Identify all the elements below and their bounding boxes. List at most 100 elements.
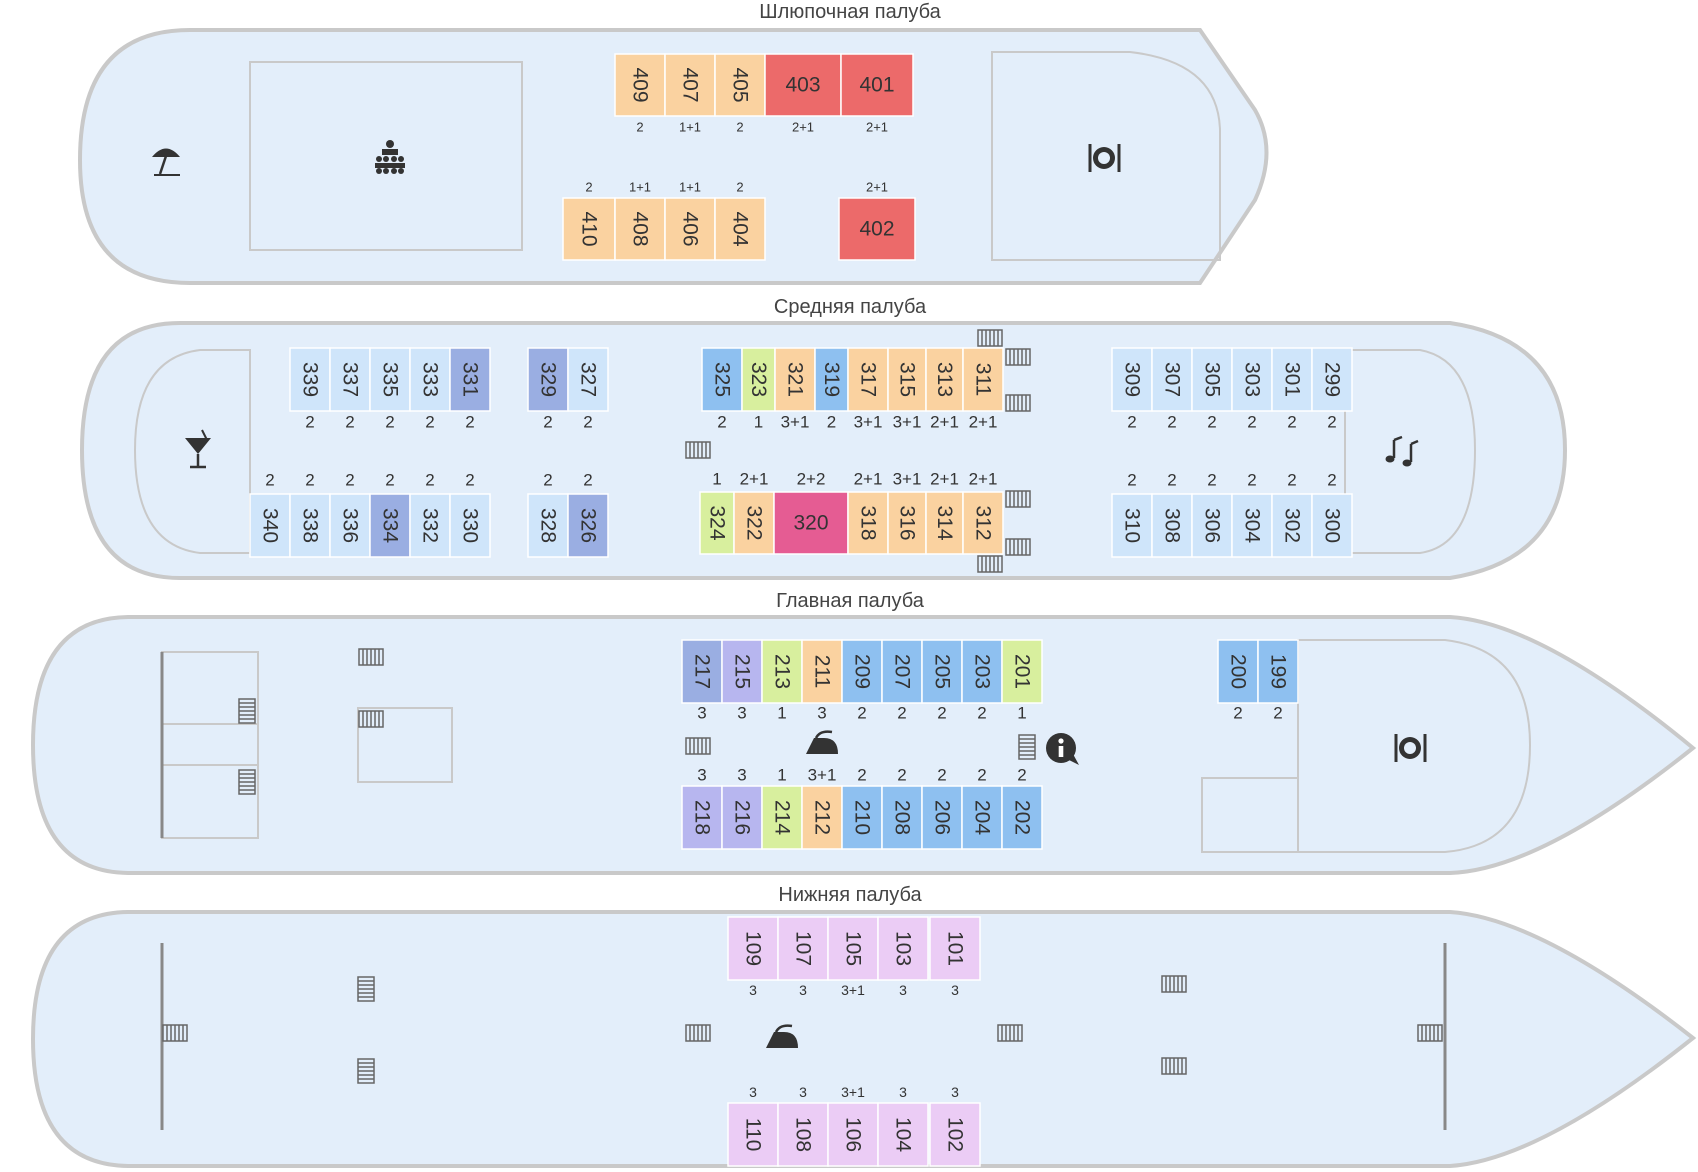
cabin-403[interactable] [764, 53, 842, 117]
cabin-110[interactable] [727, 1102, 779, 1167]
cabin-323[interactable] [741, 347, 776, 412]
cabin-capacity: 3 [951, 1084, 959, 1100]
cabin-322[interactable] [733, 491, 775, 555]
cabin-208[interactable] [881, 785, 923, 850]
cabin-206[interactable] [921, 785, 963, 850]
cabin-group: 109310731053+110331013110310831063+11043… [727, 916, 981, 1167]
cabin-333[interactable] [409, 347, 451, 412]
cabin-capacity: 2 [543, 413, 552, 432]
cabin-331[interactable] [449, 347, 491, 412]
cabin-210[interactable] [841, 785, 883, 850]
cabin-number: 102 [944, 1117, 967, 1152]
cabin-number: 301 [1281, 362, 1304, 397]
cabin-300[interactable] [1311, 493, 1353, 558]
cabin-340[interactable] [249, 493, 291, 558]
cabin-306[interactable] [1191, 493, 1233, 558]
cabin-200[interactable] [1217, 639, 1259, 704]
cabin-309[interactable] [1111, 347, 1153, 412]
cabin-215[interactable] [721, 639, 763, 704]
stairs-icon [1161, 975, 1187, 993]
cabin-312[interactable] [962, 491, 1004, 555]
cabin-217[interactable] [681, 639, 723, 704]
cabin-324[interactable] [699, 491, 735, 555]
cabin-337[interactable] [329, 347, 371, 412]
cabin-204[interactable] [961, 785, 1003, 850]
cabin-108[interactable] [777, 1102, 829, 1167]
cabin-104[interactable] [877, 1102, 929, 1167]
cabin-404[interactable] [714, 197, 766, 261]
cabin-332[interactable] [409, 493, 451, 558]
cabin-capacity: 2+1 [854, 470, 883, 489]
cabin-330[interactable] [449, 493, 491, 558]
cabin-107[interactable] [777, 916, 829, 981]
cabin-313[interactable] [925, 347, 964, 412]
cabin-207[interactable] [881, 639, 923, 704]
cabin-304[interactable] [1231, 493, 1273, 558]
cabin-314[interactable] [925, 491, 964, 555]
cabin-316[interactable] [887, 491, 927, 555]
cabin-326[interactable] [567, 493, 609, 558]
cabin-101[interactable] [929, 916, 981, 981]
cabin-334[interactable] [369, 493, 411, 558]
stairs-icon [685, 1024, 711, 1042]
cabin-318[interactable] [847, 491, 889, 555]
cabin-406[interactable] [664, 197, 716, 261]
stairs-icon [1417, 1024, 1443, 1042]
cabin-number: 212 [811, 800, 834, 835]
cabin-408[interactable] [614, 197, 666, 261]
cabin-401[interactable] [840, 53, 914, 117]
cabin-capacity: 2+1 [740, 470, 769, 489]
cabin-capacity: 2 [857, 766, 866, 785]
cabin-302[interactable] [1271, 493, 1313, 558]
cabin-402[interactable] [838, 197, 916, 261]
cabin-301[interactable] [1271, 347, 1313, 412]
hull-outline [77, 28, 1269, 285]
cabin-319[interactable] [814, 347, 849, 412]
cabin-213[interactable] [761, 639, 803, 704]
cabin-199[interactable] [1257, 639, 1299, 704]
cabin-307[interactable] [1151, 347, 1193, 412]
cabin-305[interactable] [1191, 347, 1233, 412]
cabin-327[interactable] [567, 347, 609, 412]
deck-title: Шлюпочная палуба [759, 1, 941, 23]
cabin-407[interactable] [664, 53, 716, 117]
cabin-311[interactable] [962, 347, 1004, 412]
cabin-capacity: 2 [1207, 471, 1216, 490]
cabin-capacity: 2 [1233, 704, 1242, 723]
cabin-106[interactable] [827, 1102, 879, 1167]
cabin-315[interactable] [887, 347, 927, 412]
cabin-409[interactable] [614, 53, 666, 117]
cabin-209[interactable] [841, 639, 883, 704]
restaurant-room [991, 51, 1221, 261]
cabin-103[interactable] [877, 916, 929, 981]
cabin-number: 104 [892, 1117, 915, 1152]
cabin-308[interactable] [1151, 493, 1193, 558]
cabin-405[interactable] [714, 53, 766, 117]
cabin-capacity: 2 [977, 704, 986, 723]
cabin-336[interactable] [329, 493, 371, 558]
cabin-338[interactable] [289, 493, 331, 558]
cabin-capacity: 2 [736, 180, 743, 195]
cabin-320[interactable] [773, 491, 849, 555]
cabin-214[interactable] [761, 785, 803, 850]
cabin-299[interactable] [1311, 347, 1353, 412]
cabin-capacity: 2 [1167, 471, 1176, 490]
cabin-317[interactable] [847, 347, 889, 412]
cabin-201[interactable] [1001, 639, 1043, 704]
cabin-321[interactable] [774, 347, 816, 412]
cabin-capacity: 2 [385, 413, 394, 432]
cabin-202[interactable] [1001, 785, 1043, 850]
cabin-capacity: 2+1 [969, 413, 998, 432]
cabin-number: 320 [793, 512, 828, 535]
cabin-number: 338 [299, 508, 322, 543]
cabin-339[interactable] [289, 347, 331, 412]
stairs-icon [238, 698, 256, 724]
cabin-105[interactable] [827, 916, 879, 981]
cabin-212[interactable] [801, 785, 843, 850]
cabin-218[interactable] [681, 785, 723, 850]
cabin-capacity: 2 [585, 180, 592, 195]
cabin-203[interactable] [961, 639, 1003, 704]
cabin-205[interactable] [921, 639, 963, 704]
cabin-102[interactable] [929, 1102, 981, 1167]
cabin-number: 321 [784, 362, 807, 397]
